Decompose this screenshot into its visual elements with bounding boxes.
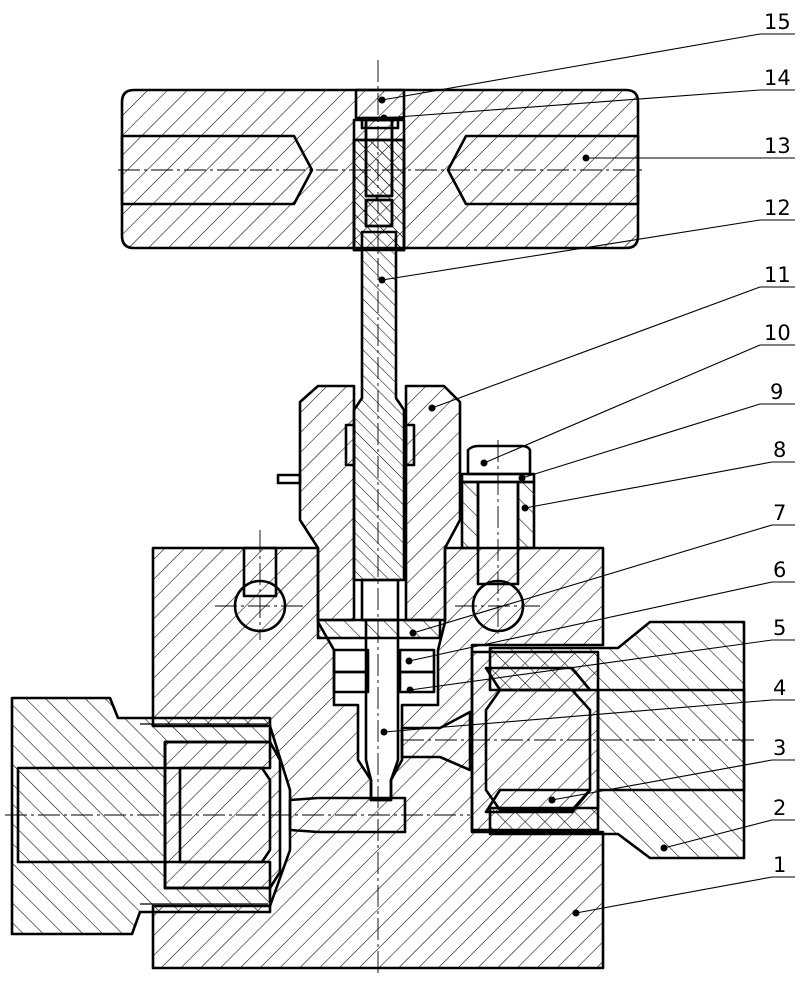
callout-label-5: 5 <box>773 616 786 640</box>
callout-10: 10 <box>480 321 795 467</box>
callout-6: 6 <box>405 558 795 665</box>
callout-4: 4 <box>380 676 795 736</box>
callout-label-13: 13 <box>764 134 791 158</box>
handwheel <box>120 88 640 252</box>
callout-7: 7 <box>409 501 795 637</box>
right-nipple <box>470 650 600 832</box>
callout-1: 1 <box>572 853 795 917</box>
gland-assembly <box>316 618 442 694</box>
callout-label-3: 3 <box>773 736 786 760</box>
callout-5: 5 <box>406 616 795 694</box>
lock-pin <box>276 473 302 485</box>
callout-label-4: 4 <box>773 676 786 700</box>
callout-3: 3 <box>548 736 795 804</box>
callout-label-10: 10 <box>764 321 791 345</box>
callout-label-14: 14 <box>764 66 791 90</box>
callout-label-2: 2 <box>773 796 786 820</box>
callout-8: 8 <box>521 438 795 512</box>
callout-9: 9 <box>518 380 795 482</box>
callout-13: 13 <box>582 134 795 162</box>
cap-screw <box>354 88 406 130</box>
callouts: 1 2 3 4 5 <box>378 10 795 917</box>
callout-11: 11 <box>428 263 795 412</box>
callout-label-12: 12 <box>764 196 791 220</box>
callout-2: 2 <box>660 796 795 852</box>
callout-label-11: 11 <box>764 263 791 287</box>
callout-15: 15 <box>378 10 795 104</box>
callout-label-1: 1 <box>773 853 786 877</box>
callout-label-6: 6 <box>773 558 786 582</box>
callout-label-9: 9 <box>770 380 783 404</box>
callout-12: 12 <box>378 196 795 284</box>
callout-label-15: 15 <box>764 10 791 34</box>
callout-14: 14 <box>380 66 795 122</box>
needle <box>364 618 400 802</box>
callout-label-8: 8 <box>773 438 786 462</box>
center-lines <box>5 60 755 975</box>
callout-label-7: 7 <box>773 501 786 525</box>
